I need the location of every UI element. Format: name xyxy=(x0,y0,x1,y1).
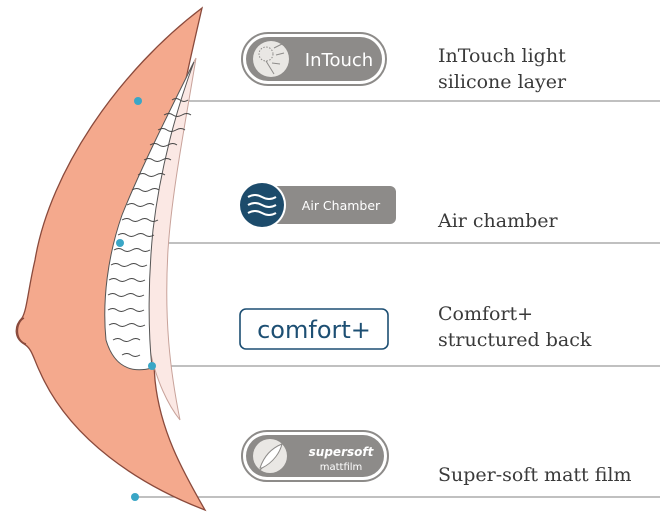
breast-form-cross-section xyxy=(15,6,207,512)
intouch-badge: InTouch xyxy=(241,32,387,86)
marker-dots xyxy=(116,97,156,501)
intouch-badge-text: InTouch xyxy=(305,50,373,71)
leader-lines xyxy=(120,100,660,498)
air-chamber-region xyxy=(104,61,195,371)
air-waves-icon xyxy=(247,194,277,216)
marker-dot-intouch xyxy=(134,97,142,105)
marker-dot-comfort xyxy=(148,362,156,370)
feather-icon xyxy=(257,443,283,473)
label-intouch: InTouch light silicone layer xyxy=(438,45,567,93)
nipple-outline xyxy=(16,317,27,345)
air-chamber-waves xyxy=(107,98,192,357)
supersoft-badge: supersoft mattfilm xyxy=(241,430,389,482)
label-air-chamber: Air chamber xyxy=(438,210,558,232)
label-supersoft: Super-soft matt film xyxy=(438,464,632,486)
air-chamber-badge: Air Chamber xyxy=(238,181,396,229)
label-comfort: Comfort+ structured back xyxy=(438,303,592,351)
air-chamber-badge-text: Air Chamber xyxy=(302,198,381,213)
marker-dot-supersoft xyxy=(131,493,139,501)
comfort-badge-text: comfort+ xyxy=(257,316,371,344)
supersoft-badge-text-bottom: mattfilm xyxy=(320,462,363,473)
marker-dot-air-chamber xyxy=(116,239,124,247)
comfort-badge: comfort+ xyxy=(239,308,389,350)
dandelion-icon xyxy=(258,43,285,75)
supersoft-badge-text-top: supersoft xyxy=(309,445,375,459)
